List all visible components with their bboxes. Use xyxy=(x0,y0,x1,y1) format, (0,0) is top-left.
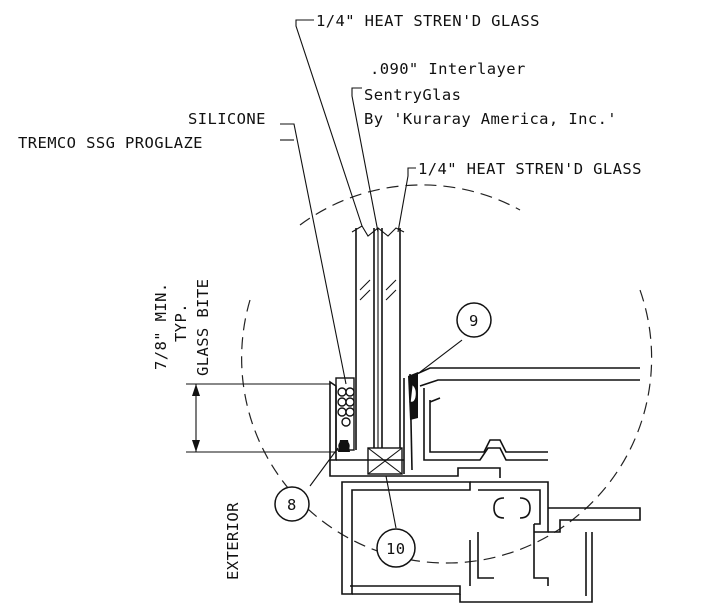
inner-glass-label: 1/4" HEAT STREN'D GLASS xyxy=(418,160,642,178)
interlayer-label-2: SentryGlas xyxy=(364,86,461,104)
outer-glass-label: 1/4" HEAT STREN'D GLASS xyxy=(316,12,540,30)
svg-text:9: 9 xyxy=(469,312,479,330)
detail-boundary-circle-top xyxy=(299,184,521,226)
exterior-label: EXTERIOR xyxy=(224,502,242,580)
setting-block xyxy=(367,447,403,475)
aluminum-frame xyxy=(329,367,641,603)
leader-lines xyxy=(280,19,463,529)
detail-boundary-circle xyxy=(241,289,653,564)
interlayer-label-3: By 'Kuraray America, Inc.' xyxy=(364,110,617,128)
structural-silicone-joint xyxy=(335,377,355,452)
laminated-glass-unit xyxy=(351,225,405,450)
silicone-label-2: TREMCO SSG PROGLAZE xyxy=(18,134,203,152)
svg-text:8: 8 xyxy=(287,496,297,514)
callout-9: 9 xyxy=(456,302,492,338)
callout-8: 8 xyxy=(274,486,310,522)
glass-bite-label-2: TYP. xyxy=(172,303,190,342)
callout-10: 10 xyxy=(376,528,416,568)
silicone-label-1: SILICONE xyxy=(188,110,266,128)
svg-text:10: 10 xyxy=(386,540,405,558)
interlayer-label-1: .090" Interlayer xyxy=(370,60,526,78)
glass-bite-label-3: GLASS BITE xyxy=(194,279,212,376)
glass-bite-label-1: 7/8" MIN. xyxy=(152,282,170,370)
glass-bite-dimension xyxy=(186,383,336,453)
